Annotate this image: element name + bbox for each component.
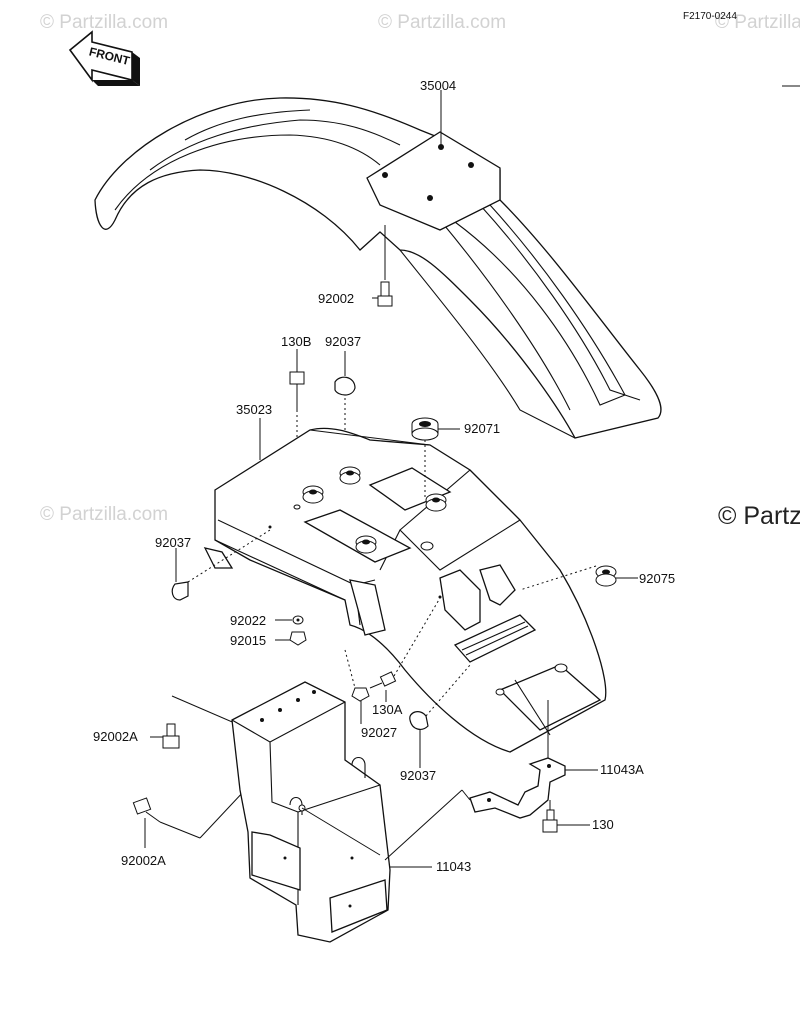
rear-fender-35023 <box>203 418 607 753</box>
label-130a: 130A <box>372 702 403 717</box>
nut-92022-icon <box>275 615 304 625</box>
nut-92015-icon <box>275 631 307 646</box>
label-130: 130 <box>592 817 614 832</box>
label-35004: 35004 <box>420 78 456 93</box>
label-35023: 35023 <box>236 402 272 417</box>
label-92015: 92015 <box>230 633 266 648</box>
front-fender-35004 <box>94 90 662 439</box>
bracket-11043a <box>384 700 598 861</box>
nut-92027-icon <box>344 649 370 724</box>
label-92002a-bottom: 92002A <box>121 853 166 868</box>
watermark-top-left: © Partzilla.com <box>40 12 168 33</box>
watermark-right: © Partz <box>718 502 800 530</box>
diagram-code: F2170-0244 <box>683 11 737 22</box>
label-11043a: 11043A <box>600 762 644 777</box>
label-11043: 11043 <box>436 859 471 874</box>
label-92037-left: 92037 <box>155 535 191 550</box>
mud-flap-11043 <box>231 681 432 943</box>
watermark-top-center: © Partzilla.com <box>378 12 506 33</box>
bolt-130-icon <box>542 800 590 833</box>
bolt-92002-icon <box>372 281 393 307</box>
label-92037-top: 92037 <box>325 334 361 349</box>
label-92075: 92075 <box>639 571 675 586</box>
bolt-130a-icon <box>369 597 441 702</box>
label-92002a-top: 92002A <box>93 729 138 744</box>
label-92002: 92002 <box>318 291 354 306</box>
clip-92037-left-icon <box>171 529 271 601</box>
grommet-icon <box>293 466 447 554</box>
label-92037-bottom: 92037 <box>400 768 436 783</box>
label-130b: 130B <box>281 334 311 349</box>
front-arrow-icon: FRONT <box>68 30 140 86</box>
clip-92037-bottom-icon <box>409 664 471 768</box>
watermark-mid-left: © Partzilla.com <box>40 504 168 525</box>
label-92027: 92027 <box>361 725 397 740</box>
watermark-top-right: © Partzilla.com <box>715 12 800 33</box>
bolt-92002a-bottom-icon <box>132 789 246 848</box>
grommet-92075-icon <box>519 565 638 591</box>
grommet-92071-icon <box>411 417 460 500</box>
label-92022: 92022 <box>230 613 266 628</box>
label-92071: 92071 <box>464 421 500 436</box>
